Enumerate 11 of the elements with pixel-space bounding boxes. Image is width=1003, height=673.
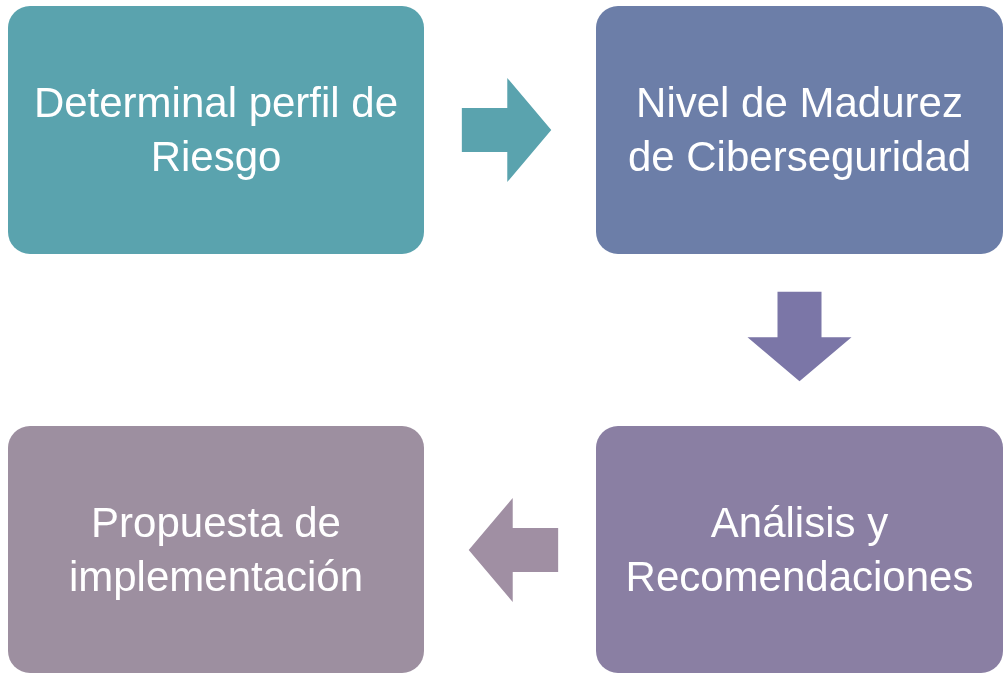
process-box <box>596 6 1003 254</box>
block-arrow <box>461 78 552 182</box>
block-arrow <box>468 498 559 602</box>
box-text: Propuesta de implementación <box>67 497 365 602</box>
process-box <box>596 426 1003 673</box>
box-text: Nivel de Madurez de Ciberseguridad <box>626 78 973 182</box>
block-arrow <box>747 291 852 382</box>
box-text: Análisis y Recomendaciones <box>624 497 975 602</box>
process-box <box>8 426 424 673</box>
box-text: Determinal perfil de Riesgo <box>32 78 400 182</box>
process-box <box>8 6 424 254</box>
